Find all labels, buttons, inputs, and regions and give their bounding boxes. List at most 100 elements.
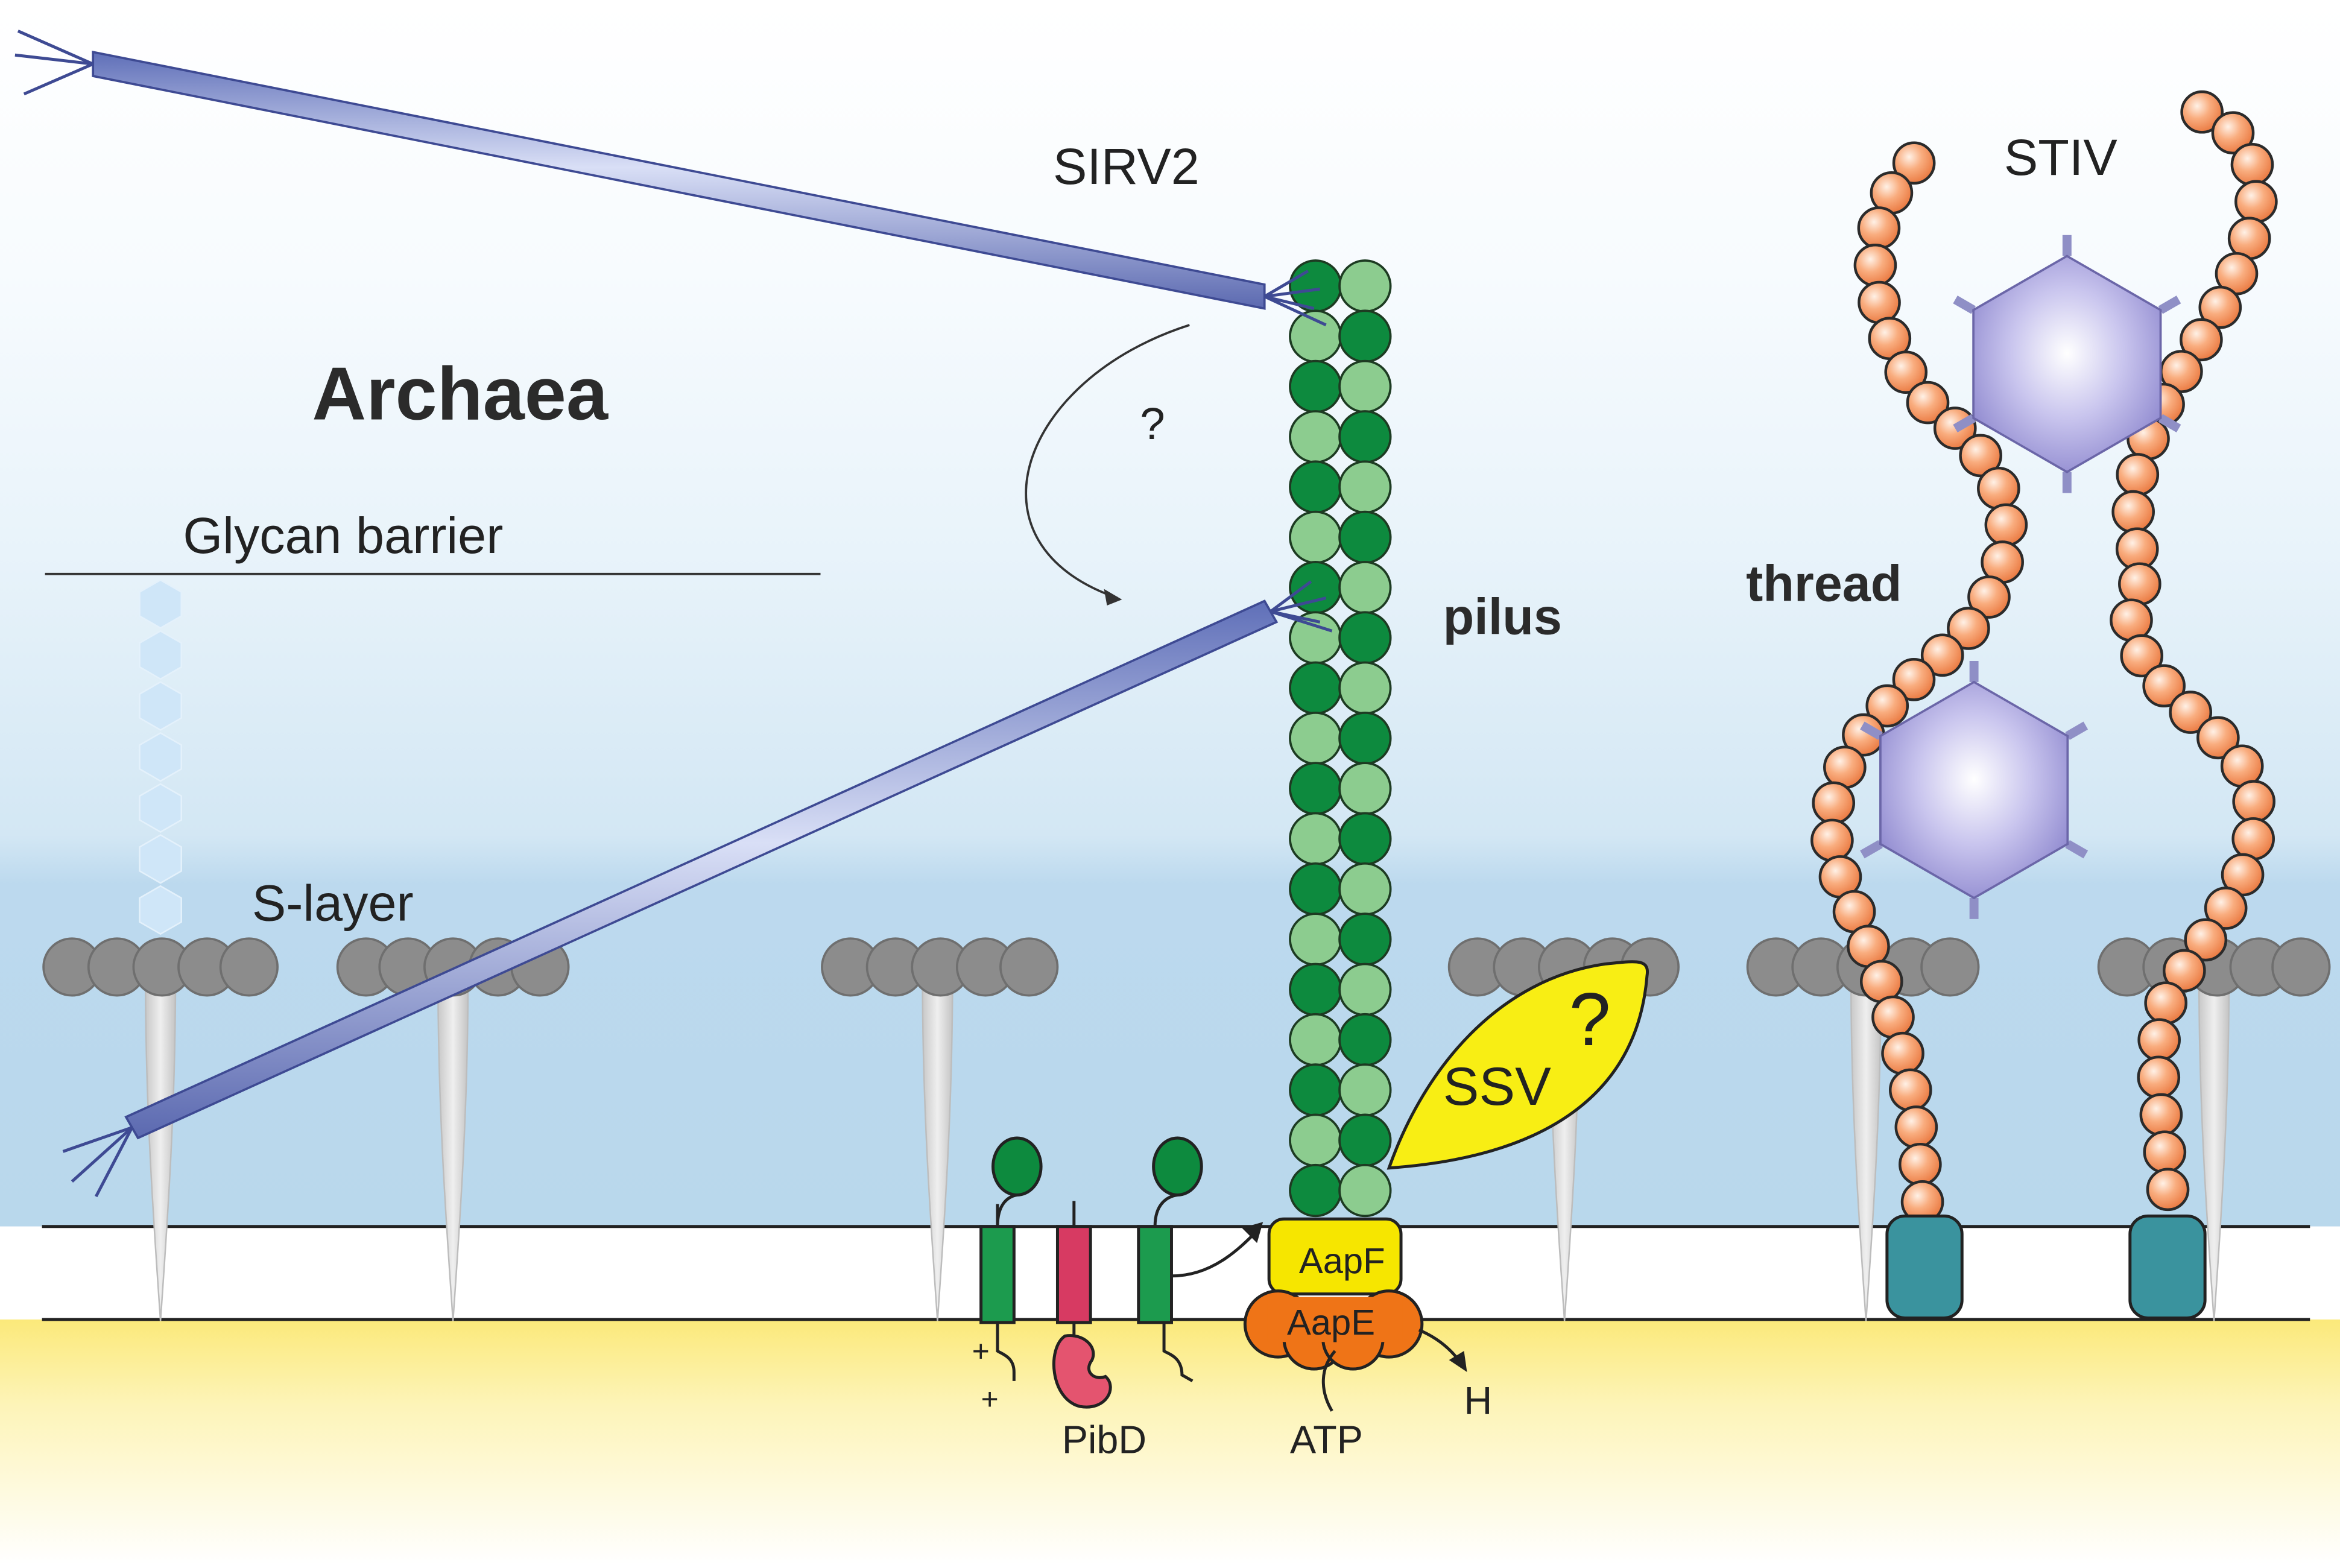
thread-bead bbox=[1906, 381, 1950, 425]
atp-label: ATP bbox=[1290, 1417, 1363, 1461]
thread-bead bbox=[2230, 143, 2274, 186]
hexagon-capsid-icon bbox=[1879, 680, 2069, 900]
sirv2-label: SIRV2 bbox=[1053, 138, 1200, 195]
thread-bead bbox=[2137, 1055, 2181, 1099]
thread-bead bbox=[2146, 1168, 2190, 1212]
thread-bead bbox=[1884, 350, 1928, 394]
thread-bead bbox=[2143, 1130, 2187, 1174]
thread-bead bbox=[1859, 959, 1903, 1004]
pilin-subunit bbox=[1289, 510, 1342, 564]
capsid-spike bbox=[1953, 414, 1976, 433]
hexagon-capsid-icon bbox=[1972, 254, 2162, 473]
s-layer-stalk bbox=[437, 978, 469, 1321]
aape-label: AapE bbox=[1287, 1302, 1375, 1342]
pilin-subunit bbox=[1338, 359, 1392, 414]
plus-label-1: + bbox=[972, 1335, 990, 1368]
plus-label-2: + bbox=[981, 1382, 999, 1416]
thread-bead bbox=[1858, 280, 1901, 324]
glycan-hexagon bbox=[139, 783, 182, 833]
thread-bead bbox=[2110, 598, 2153, 642]
pilin-subunit bbox=[1338, 1013, 1392, 1067]
thread-bead bbox=[1894, 1105, 1938, 1149]
thread-bead bbox=[2111, 490, 2155, 534]
s-layer-subunit bbox=[1920, 937, 1980, 997]
thread-bead bbox=[2234, 180, 2278, 224]
pilus-label: pilus bbox=[1443, 587, 1562, 645]
thread-bead bbox=[2204, 887, 2248, 930]
thread-bead bbox=[1892, 657, 1936, 701]
pilin-subunit bbox=[1289, 812, 1342, 865]
thread-bead bbox=[2196, 716, 2240, 760]
pilin-subunit bbox=[1338, 762, 1392, 815]
pilin-subunit bbox=[1289, 1113, 1342, 1167]
s-layer-stalk bbox=[922, 978, 953, 1321]
pilin-subunit bbox=[1338, 611, 1392, 665]
thread-bead bbox=[1920, 633, 1964, 677]
s-layer-subunit bbox=[219, 937, 279, 997]
pibd-transmembrane bbox=[1055, 1225, 1092, 1324]
glycan-hexagon bbox=[139, 579, 182, 629]
pilin-subunit bbox=[1289, 1163, 1342, 1218]
thread-bead bbox=[1984, 503, 2028, 547]
capsid-spike bbox=[1860, 840, 1883, 859]
ssv-label: SSV bbox=[1443, 1056, 1551, 1116]
h-label: H bbox=[1464, 1379, 1492, 1423]
s-layer-stalk bbox=[1850, 978, 1882, 1321]
glycan-barrier-label: Glycan barrier bbox=[183, 507, 503, 564]
capsid-spike bbox=[2065, 721, 2089, 740]
aapf-label: AapF bbox=[1299, 1241, 1385, 1281]
pilin-subunit bbox=[1289, 1063, 1342, 1117]
pilin-subunit bbox=[1338, 510, 1392, 564]
thread-bead bbox=[2139, 1093, 2183, 1137]
ssv-question-label: ? bbox=[1569, 978, 1611, 1061]
pilin-subunit bbox=[1338, 1063, 1392, 1117]
thread-bead bbox=[2169, 691, 2213, 734]
capsid-spike bbox=[1953, 296, 1976, 314]
pilus-fiber bbox=[1289, 259, 1392, 1218]
thread-bead bbox=[1857, 206, 1901, 250]
thread-bead bbox=[2231, 817, 2275, 861]
thread-bead bbox=[2163, 949, 2206, 993]
pilin-subunit bbox=[1338, 862, 1392, 916]
glycan-hexagon bbox=[139, 732, 182, 782]
thread-bead bbox=[2180, 318, 2223, 362]
thread-bead bbox=[2137, 1018, 2181, 1062]
aape-protein bbox=[1243, 1289, 1424, 1371]
stiv-threads bbox=[1810, 90, 2278, 1224]
thread-label: thread bbox=[1746, 555, 1902, 612]
pilin-subunit bbox=[1338, 410, 1392, 464]
thread-bead bbox=[2211, 111, 2255, 155]
s-layer-subunit bbox=[999, 937, 1059, 997]
s-layer-label: S-layer bbox=[252, 874, 414, 931]
pilin-subunit bbox=[1338, 1113, 1392, 1167]
sirv2-virion-bottom bbox=[62, 580, 1333, 1198]
capsid-spike bbox=[2158, 296, 2181, 314]
thread-bead bbox=[2142, 664, 2186, 708]
receptor-proteins: + + PibD bbox=[972, 1136, 1263, 1461]
thread-anchor-left bbox=[1885, 1214, 1964, 1320]
pilin-subunit bbox=[1338, 963, 1392, 1016]
pilin-subunit bbox=[1338, 1163, 1392, 1218]
thread-bead bbox=[1810, 818, 1854, 862]
thread-bead bbox=[2198, 285, 2242, 329]
lemon-virion-icon bbox=[1387, 960, 1649, 1170]
sirv2-virion-top bbox=[14, 30, 1327, 327]
pilin-subunit bbox=[1289, 410, 1342, 464]
pilin-subunit bbox=[1289, 963, 1342, 1016]
pilin-subunit bbox=[1289, 661, 1342, 715]
pilin-subunit bbox=[1289, 762, 1342, 815]
ssv-virion: SSV ? bbox=[1387, 960, 1649, 1170]
thread-bead bbox=[2144, 981, 2187, 1025]
pilin-subunit bbox=[1338, 912, 1392, 966]
thread-bead bbox=[2118, 562, 2161, 606]
s-layer-stalk bbox=[145, 978, 177, 1321]
glycan-hexagon bbox=[139, 681, 182, 731]
thread-bead bbox=[1888, 1068, 1932, 1112]
aap-motor-complex: AapF AapE ATP H bbox=[1243, 1217, 1492, 1461]
thread-bead bbox=[1977, 466, 2020, 510]
question-mark-label: ? bbox=[1140, 398, 1165, 449]
pilin-subunit bbox=[1289, 711, 1342, 765]
thread-bead bbox=[1823, 745, 1867, 789]
pilin-subunit bbox=[1338, 711, 1392, 765]
